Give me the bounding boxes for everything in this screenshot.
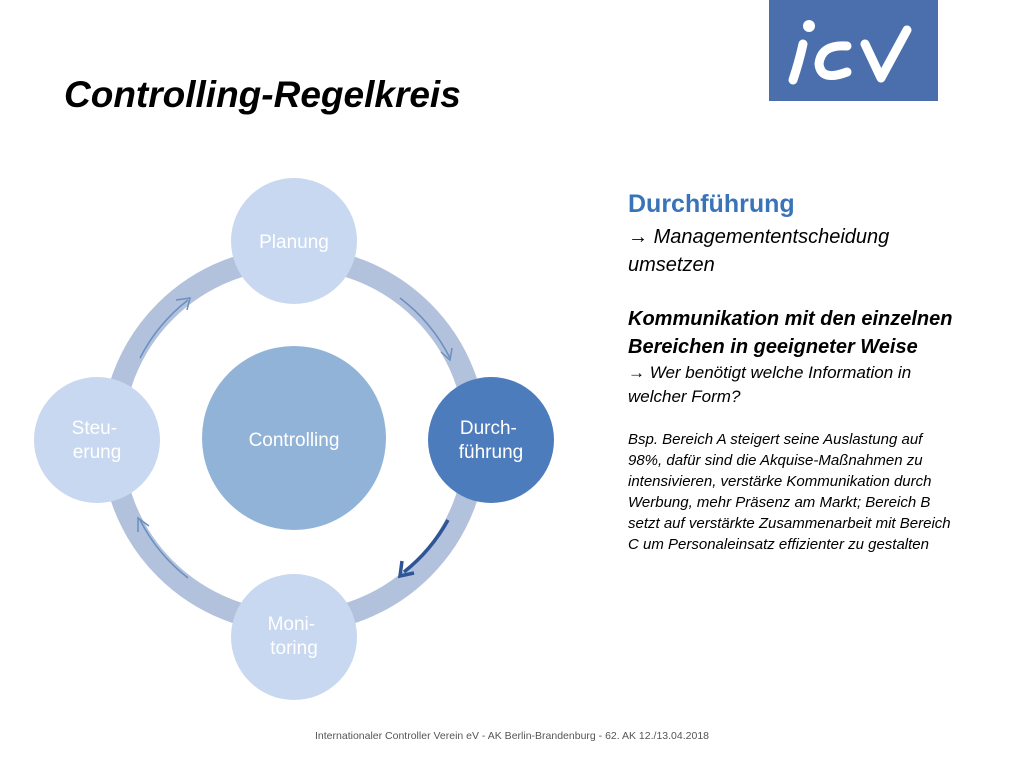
panel-example: Bsp. Bereich A steigert seine Auslastung… [628,431,951,553]
arrow-steuerung-to-planung [139,299,189,359]
panel-heading: Durchführung [628,190,795,218]
node-monitoring [231,574,357,700]
arrow-head-icon [137,516,150,532]
right-arrow-icon: → [628,363,645,382]
right-arrow-icon: → [628,226,648,248]
center-node [202,346,386,530]
description-panel: Durchführung → Managemententscheidung um… [628,190,958,555]
arrow-durchfuehrung-to-monitoring [402,519,450,574]
panel-line1-text: Managemententscheidung umsetzen [628,226,890,276]
center-label: Controlling [249,430,340,451]
node-durchfuehrung-label: Durch- führung [459,418,523,463]
node-steuerung [34,377,160,503]
logo-wordmark [788,25,912,85]
node-planung [231,178,357,304]
arrow-monitoring-to-steuerung [139,519,189,579]
panel-line2: → Wer benötigt welche Information in wel… [628,361,958,409]
logo-dot [803,20,815,32]
node-planung-label: Planung [259,232,329,253]
icv-logo [769,0,938,101]
arrow-head-icon [175,297,191,311]
panel-line1: → Managemententscheidung umsetzen [628,223,958,279]
cycle-arrows [137,297,453,579]
panel-line2-text: Wer benötigt welche Information in welch… [628,363,912,406]
slide-title: Controlling-Regelkreis [64,74,461,115]
node-monitoring-label: Moni- toring [268,614,321,659]
node-durchfuehrung [428,377,554,503]
panel-bold-title: Kommunikation mit den einzelnen Bereiche… [628,308,953,358]
footer: Internationaler Controller Verein eV - A… [315,730,709,742]
arrow-planung-to-durchfuehrung [399,297,451,359]
node-steuerung-label: Steu- erung [72,418,123,463]
arrow-head-icon [440,347,453,362]
arrow-head-icon [397,560,415,579]
